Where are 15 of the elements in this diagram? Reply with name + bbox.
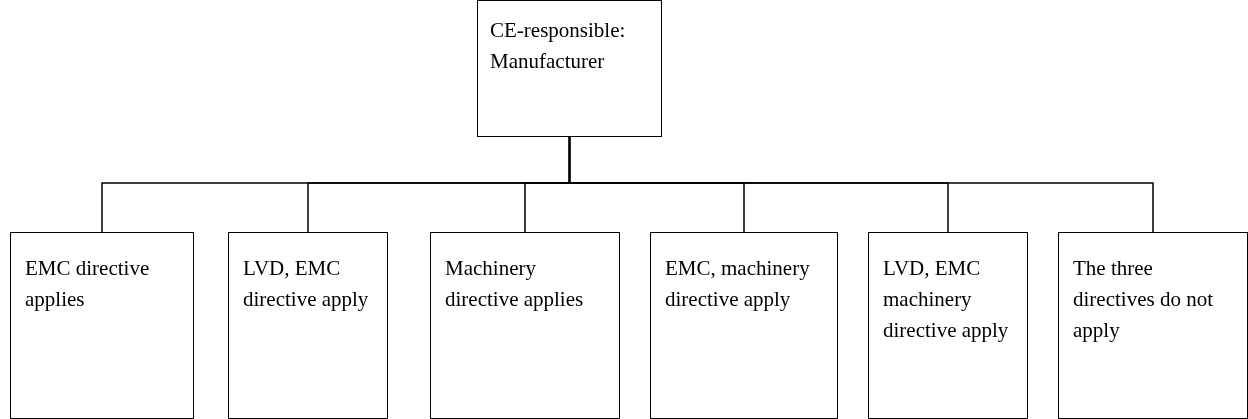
connector-line: [568, 136, 1154, 233]
root-box: [477, 0, 662, 137]
box-label: CE-responsible: Manufacturer: [490, 17, 627, 75]
box-label: LVD, EMC machinery directive apply: [883, 255, 1010, 344]
box-label: EMC, machinery directive apply: [665, 255, 811, 313]
category-box: [10, 232, 194, 419]
box-label: Machinery directive applies: [445, 255, 585, 313]
box-label: The three directives do not apply: [1073, 255, 1214, 344]
box-label: EMC directive applies: [25, 255, 151, 313]
category-box: [228, 232, 388, 419]
category-box: [650, 232, 838, 419]
category-box: [1058, 232, 1248, 419]
box-label: LVD, EMC directive apply: [243, 255, 370, 313]
category-box: [868, 232, 1028, 419]
category-box: [430, 232, 620, 419]
